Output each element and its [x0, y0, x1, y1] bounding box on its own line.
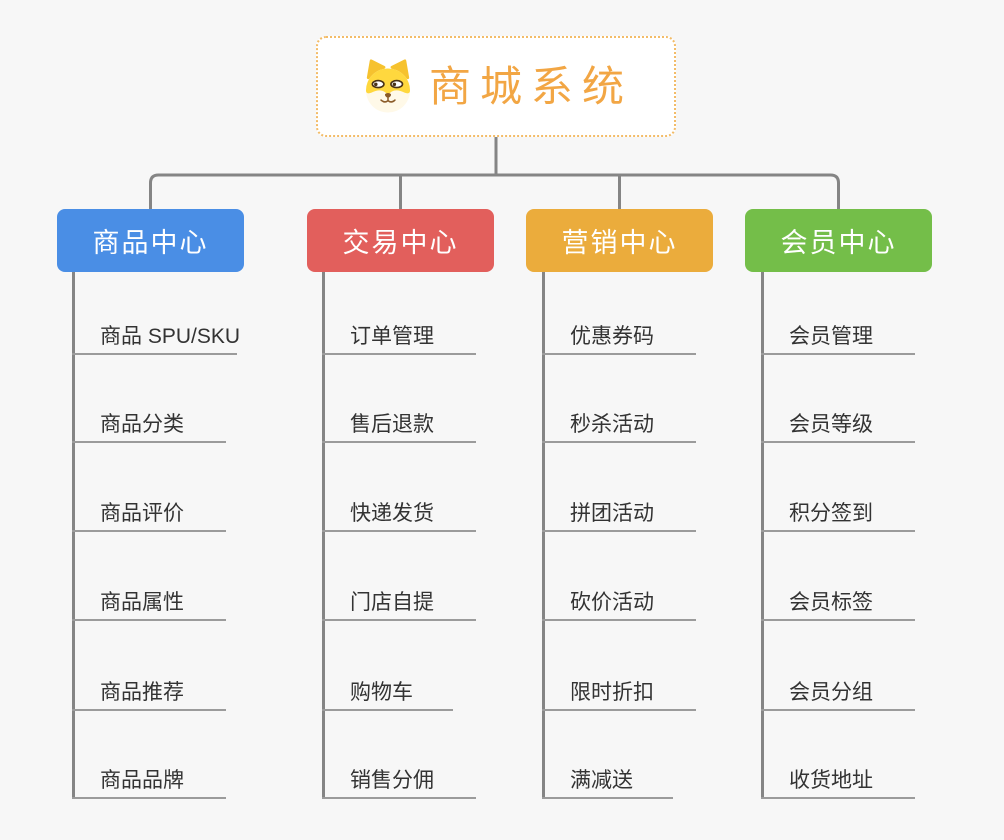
topic-item[interactable]: 商品属性: [72, 583, 226, 621]
topic-item[interactable]: 快递发货: [322, 494, 476, 532]
topic-item[interactable]: 售后退款: [322, 405, 476, 443]
branch-node-member-center[interactable]: 会员中心: [745, 209, 932, 272]
topic-item[interactable]: 满减送: [542, 761, 673, 799]
branch-label: 会员中心: [780, 228, 897, 258]
topic-item[interactable]: 会员分组: [761, 673, 915, 711]
topic-item[interactable]: 购物车: [322, 673, 453, 711]
topic-item[interactable]: 商品分类: [72, 405, 226, 443]
topic-item[interactable]: 销售分佣: [322, 761, 476, 799]
topic-item[interactable]: 门店自提: [322, 583, 476, 621]
topic-item[interactable]: 秒杀活动: [542, 405, 696, 443]
branch-column-trade-center: 订单管理 售后退款 快递发货 门店自提 购物车 销售分佣: [322, 272, 476, 799]
topic-item[interactable]: 砍价活动: [542, 583, 696, 621]
branch-column-marketing-center: 优惠券码 秒杀活动 拼团活动 砍价活动 限时折扣 满减送: [542, 272, 696, 799]
topic-item[interactable]: 收货地址: [761, 761, 915, 799]
topic-item[interactable]: 会员等级: [761, 405, 915, 443]
topic-item[interactable]: 优惠券码: [542, 317, 696, 355]
root-node[interactable]: 商城系统: [316, 36, 676, 137]
dog-face-icon: [359, 58, 417, 116]
topic-item[interactable]: 商品品牌: [72, 761, 226, 799]
branch-node-trade-center[interactable]: 交易中心: [307, 209, 494, 272]
branch-label: 营销中心: [561, 228, 678, 258]
branch-column-product-center: 商品 SPU/SKU 商品分类 商品评价 商品属性 商品推荐 商品品牌: [72, 272, 240, 799]
topic-item[interactable]: 积分签到: [761, 494, 915, 532]
branch-column-member-center: 会员管理 会员等级 积分签到 会员标签 会员分组 收货地址: [761, 272, 915, 799]
branch-label: 交易中心: [342, 228, 459, 258]
topic-item[interactable]: 会员标签: [761, 583, 915, 621]
topic-item[interactable]: 订单管理: [322, 317, 476, 355]
branch-node-marketing-center[interactable]: 营销中心: [526, 209, 713, 272]
topic-item[interactable]: 拼团活动: [542, 494, 696, 532]
topic-item[interactable]: 商品推荐: [72, 673, 226, 711]
topic-item[interactable]: 商品评价: [72, 494, 226, 532]
root-title: 商城系统: [428, 62, 633, 110]
topic-item[interactable]: 商品 SPU/SKU: [72, 317, 240, 355]
topic-item[interactable]: 限时折扣: [542, 673, 696, 711]
branch-node-product-center[interactable]: 商品中心: [57, 209, 244, 272]
branch-label: 商品中心: [92, 228, 209, 258]
topic-item[interactable]: 会员管理: [761, 317, 915, 355]
